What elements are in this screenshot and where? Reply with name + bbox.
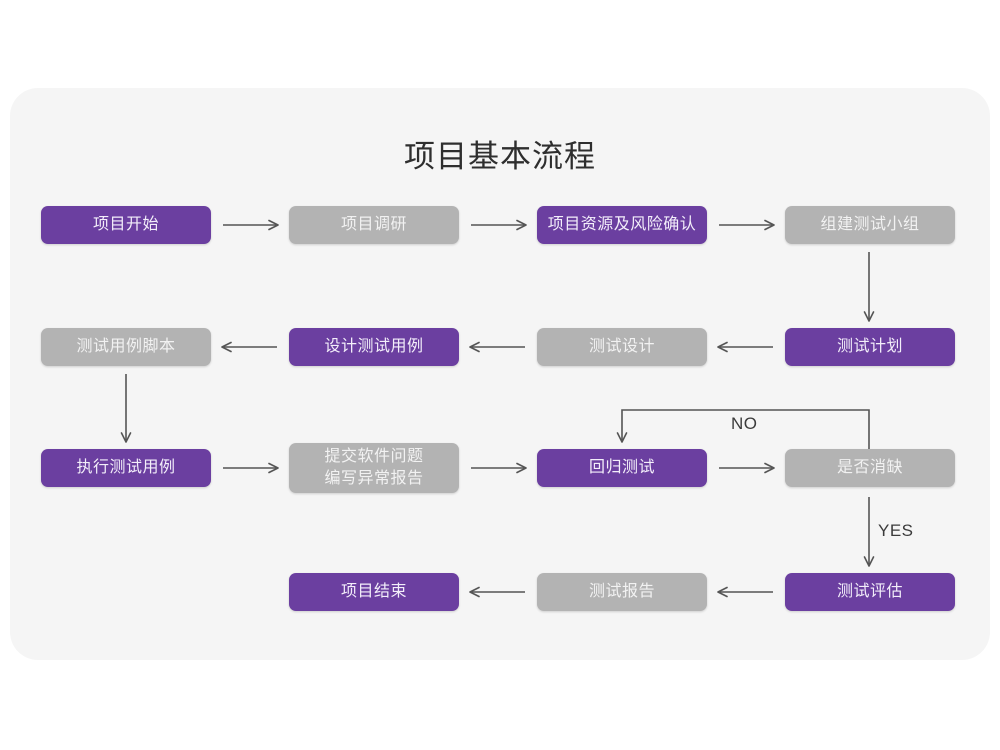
node-submit-defect-report[interactable]: 提交软件问题 编写异常报告 bbox=[289, 443, 459, 493]
node-build-test-team[interactable]: 组建测试小组 bbox=[785, 206, 955, 244]
node-regression-test[interactable]: 回归测试 bbox=[537, 449, 707, 487]
node-test-report[interactable]: 测试报告 bbox=[537, 573, 707, 611]
node-test-plan[interactable]: 测试计划 bbox=[785, 328, 955, 366]
diagram-panel bbox=[10, 88, 990, 660]
edge-label-yes: YES bbox=[878, 521, 914, 540]
node-resource-risk-confirm[interactable]: 项目资源及风险确认 bbox=[537, 206, 707, 244]
node-execute-test-cases[interactable]: 执行测试用例 bbox=[41, 449, 211, 487]
node-design-test-cases[interactable]: 设计测试用例 bbox=[289, 328, 459, 366]
node-defect-cleared[interactable]: 是否消缺 bbox=[785, 449, 955, 487]
edge-label-no: NO bbox=[731, 414, 758, 433]
node-test-case-scripts[interactable]: 测试用例脚本 bbox=[41, 328, 211, 366]
node-project-start[interactable]: 项目开始 bbox=[41, 206, 211, 244]
node-project-end[interactable]: 项目结束 bbox=[289, 573, 459, 611]
node-test-evaluation[interactable]: 测试评估 bbox=[785, 573, 955, 611]
node-test-design[interactable]: 测试设计 bbox=[537, 328, 707, 366]
node-project-research[interactable]: 项目调研 bbox=[289, 206, 459, 244]
page-title: 项目基本流程 bbox=[404, 139, 596, 174]
